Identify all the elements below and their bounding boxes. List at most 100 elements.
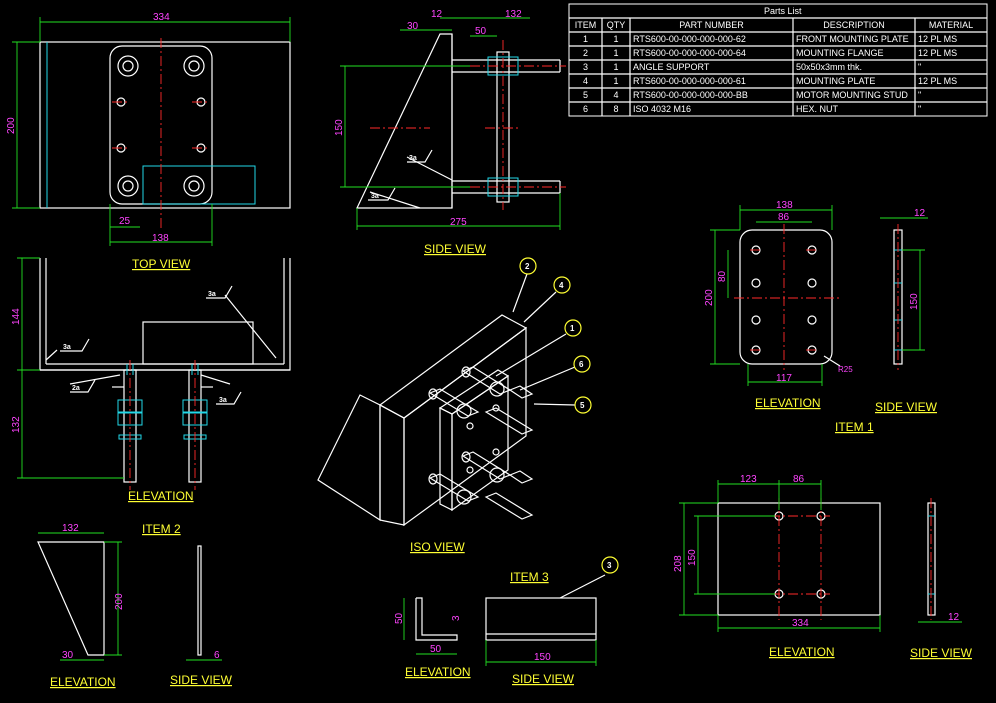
dim-item2-132: 132 (62, 523, 79, 534)
dim-plate-86: 86 (793, 474, 805, 485)
dim-plate-334: 334 (792, 618, 809, 629)
dim-item2-30: 30 (62, 650, 74, 661)
label-side-view-main: SIDE VIEW (424, 242, 487, 256)
label-plate-elevation: ELEVATION (769, 645, 835, 659)
elevation-main: 3a 3a 2a 3a 144 132 ELEVATION (11, 257, 291, 503)
balloon-5: 5 (580, 401, 585, 410)
table-cell: MOUNTING FLANGE (796, 48, 884, 58)
label-elevation-main: ELEVATION (128, 489, 194, 503)
table-cell: ISO 4032 M16 (633, 104, 691, 114)
table-cell: 12 PL MS (918, 34, 957, 44)
dim-side-50: 50 (475, 26, 487, 37)
table-header-cell: PART NUMBER (679, 20, 744, 30)
plate-elevation: 123 86 208 150 334 ELEVATION (673, 474, 881, 659)
table-cell: 1 (613, 48, 618, 58)
dim-item1-150: 150 (909, 293, 920, 310)
dim-side-275: 275 (450, 217, 467, 228)
table-cell: RTS600-00-000-000-000-BB (633, 90, 748, 100)
top-view: 334 200 138 25 TOP VIEW (6, 12, 291, 271)
item1-side-view: 12 150 SIDE VIEW (875, 208, 938, 414)
dim-item1-12: 12 (914, 208, 926, 219)
balloon-4: 4 (559, 281, 564, 290)
hex-nut-icon (117, 55, 205, 197)
table-cell: RTS600-00-000-000-000-61 (633, 76, 746, 86)
parts-list-title: Parts List (764, 6, 802, 16)
weld-symbol-6: 3a (219, 397, 227, 404)
dim-side-132: 132 (505, 9, 522, 20)
dim-item1-200: 200 (704, 289, 715, 306)
table-cell: 2 (583, 48, 588, 58)
side-view-main: 12 132 30 50 150 275 3a 3a SIDE VIEW (334, 9, 566, 256)
table-cell: 1 (613, 34, 618, 44)
table-cell: 6 (583, 104, 588, 114)
table-cell: 1 (613, 62, 618, 72)
table-cell: FRONT MOUNTING PLATE (796, 34, 909, 44)
table-cell: 3 (583, 62, 588, 72)
dim-item1-86: 86 (778, 212, 790, 223)
label-item3-elevation: ELEVATION (405, 665, 471, 679)
label-item2-side-view: SIDE VIEW (170, 673, 233, 687)
dim-top-inner: 138 (152, 233, 169, 244)
item2-elevation: 132 200 30 ELEVATION (37, 523, 125, 689)
weld-symbol-2: 3a (371, 193, 379, 200)
dim-item1-radius: R25 (838, 365, 853, 374)
dim-plate-12: 12 (948, 612, 960, 623)
dim-plate-123: 123 (740, 474, 757, 485)
dim-item2-6: 6 (214, 650, 220, 661)
plate-side-view: 12 SIDE VIEW (910, 498, 973, 660)
item3-elevation: 50 50 3 ELEVATION (394, 597, 471, 679)
item1-elevation: 138 86 200 80 117 R25 ELEVATION (704, 200, 853, 410)
table-cell: MOTOR MOUNTING STUD (796, 90, 908, 100)
label-item1: ITEM 1 (835, 420, 874, 434)
label-item3: ITEM 3 (510, 570, 549, 584)
table-cell: 4 (583, 76, 588, 86)
table-cell: 12 PL MS (918, 76, 957, 86)
weld-symbol-4: 3a (63, 344, 71, 351)
label-iso-view: ISO VIEW (410, 540, 465, 554)
dim-item1-138: 138 (776, 200, 793, 211)
table-cell: " (918, 62, 921, 72)
dim-item1-117: 117 (776, 373, 792, 384)
dim-side-150: 150 (334, 119, 345, 136)
table-cell: 12 PL MS (918, 48, 957, 58)
table-cell: 1 (613, 76, 618, 86)
dim-item3-50v: 50 (394, 612, 405, 624)
dim-item3-150: 150 (534, 652, 551, 663)
table-cell: " (918, 104, 921, 114)
label-item2: ITEM 2 (142, 522, 181, 536)
dim-item3-3: 3 (451, 615, 462, 621)
table-header-cell: DESCRIPTION (823, 20, 885, 30)
balloon-1: 1 (570, 324, 575, 333)
table-cell: 5 (583, 90, 588, 100)
dim-plate-150: 150 (687, 549, 698, 566)
iso-view: 2 4 1 6 5 ISO VIEW (317, 257, 592, 554)
label-item2-elevation: ELEVATION (50, 675, 116, 689)
dim-elev-132: 132 (11, 416, 22, 433)
label-top-view: TOP VIEW (132, 257, 191, 271)
weld-symbol-1: 3a (409, 155, 417, 162)
label-item1-elevation: ELEVATION (755, 396, 821, 410)
table-header-cell: MATERIAL (929, 20, 973, 30)
dim-plate-208: 208 (673, 555, 684, 572)
label-item3-side-view: SIDE VIEW (512, 672, 575, 686)
table-cell: ANGLE SUPPORT (633, 62, 710, 72)
table-cell: 8 (613, 104, 618, 114)
label-plate-side-view: SIDE VIEW (910, 646, 973, 660)
table-cell: RTS600-00-000-000-000-64 (633, 48, 746, 58)
table-cell: " (918, 90, 921, 100)
dim-side-12: 12 (431, 9, 443, 20)
dim-top-height: 200 (6, 117, 17, 134)
item3-side-view: 3 150 SIDE VIEW (485, 556, 619, 686)
dim-item2-200: 200 (114, 593, 125, 610)
label-item1-side-view: SIDE VIEW (875, 400, 938, 414)
table-cell: HEX. NUT (796, 104, 839, 114)
table-cell: 50x50x3mm thk. (796, 62, 862, 72)
item2-side-view: 6 SIDE VIEW (170, 545, 233, 687)
dim-item3-50h: 50 (430, 644, 442, 655)
dim-elev-144: 144 (11, 308, 22, 325)
table-header-cell: ITEM (575, 20, 597, 30)
table-cell: RTS600-00-000-000-000-62 (633, 34, 746, 44)
table-cell: 1 (583, 34, 588, 44)
